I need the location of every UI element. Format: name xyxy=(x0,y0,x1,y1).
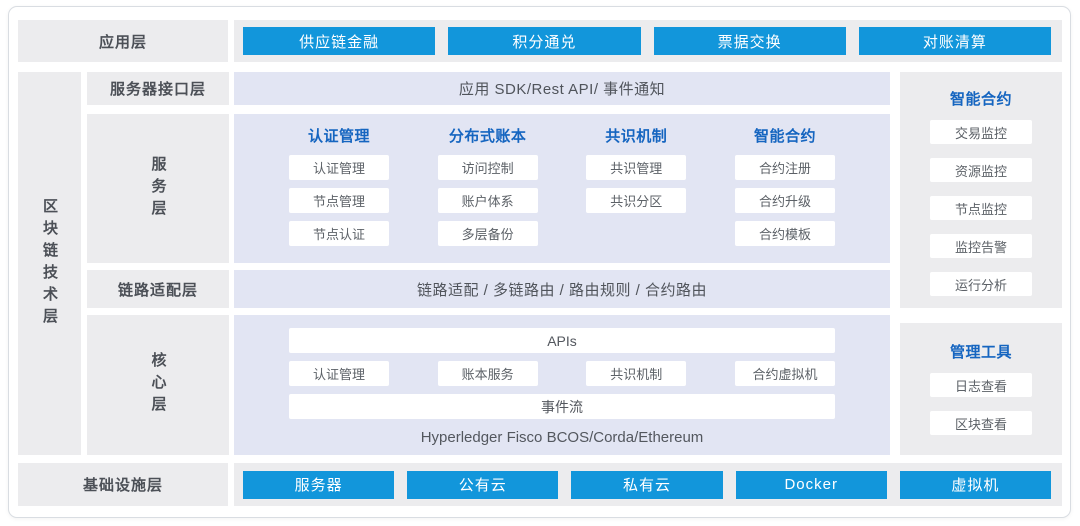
service-layer-label: 服务层 xyxy=(87,114,229,263)
blockchain-tech-layer-label: 区块链技术层 xyxy=(18,72,81,455)
side-item: 节点监控 xyxy=(930,196,1032,220)
infra-button-private-cloud: 私有云 xyxy=(571,470,723,499)
app-button-supply-chain-finance: 供应链金融 xyxy=(243,27,436,55)
app-button-points-exchange: 积分通兑 xyxy=(448,27,641,55)
service-column-consensus: 共识机制 共识管理 共识分区 xyxy=(586,126,687,246)
core-module: 账本服务 xyxy=(437,361,538,386)
service-column-ledger: 分布式账本 访问控制 账户体系 多层备份 xyxy=(437,126,538,246)
side-item: 资源监控 xyxy=(930,158,1032,182)
app-layer-buttons: 供应链金融 积分通兑 票据交换 对账清算 xyxy=(234,20,1062,62)
core-layer-label: 核心层 xyxy=(87,315,229,455)
service-item: 节点认证 xyxy=(289,221,389,246)
infra-button-vm: 虚拟机 xyxy=(899,470,1052,499)
service-layer-block: 认证管理 认证管理 节点管理 节点认证 分布式账本 访问控制 账户体系 多层备份… xyxy=(234,114,890,263)
blockchain-platforms-text: Hyperledger Fisco BCOS/Corda/Ethereum xyxy=(420,429,704,446)
link-adapter-layer-label: 链路适配层 xyxy=(87,270,229,308)
core-module: 合约虚拟机 xyxy=(734,361,835,386)
smart-contract-monitor-panel: 智能合约 交易监控 资源监控 节点监控 监控告警 运行分析 xyxy=(900,72,1062,308)
infra-button-public-cloud: 公有云 xyxy=(407,470,559,499)
core-layer-block: APIs 认证管理 账本服务 共识机制 合约虚拟机 事件流 Hyperledge… xyxy=(234,315,890,455)
interface-layer-label: 服务器接口层 xyxy=(87,72,229,105)
management-tools-panel: 管理工具 日志查看 区块查看 xyxy=(900,323,1062,455)
service-item: 共识分区 xyxy=(586,188,687,213)
service-item: 合约升级 xyxy=(734,188,835,213)
service-item: 认证管理 xyxy=(289,155,389,180)
sdk-api-bar: 应用 SDK/Rest API/ 事件通知 xyxy=(234,72,890,105)
side-panel-header: 管理工具 xyxy=(949,344,1012,361)
infra-layer-buttons: 服务器 公有云 私有云 Docker 虚拟机 xyxy=(234,463,1062,506)
side-panel-header: 智能合约 xyxy=(949,91,1012,108)
side-item: 监控告警 xyxy=(930,234,1032,258)
service-item: 节点管理 xyxy=(289,188,389,213)
service-item: 共识管理 xyxy=(586,155,687,180)
service-column-header: 分布式账本 xyxy=(448,128,527,145)
side-item: 区块查看 xyxy=(930,411,1032,435)
event-stream-bar: 事件流 xyxy=(289,394,835,419)
service-column-auth: 认证管理 认证管理 节点管理 节点认证 xyxy=(289,126,389,246)
service-column-header: 认证管理 xyxy=(307,128,370,145)
service-item: 合约注册 xyxy=(734,155,835,180)
side-item: 运行分析 xyxy=(930,272,1032,296)
service-column-header: 智能合约 xyxy=(753,128,816,145)
service-item: 账户体系 xyxy=(437,188,538,213)
core-module: 认证管理 xyxy=(289,361,389,386)
core-module: 共识机制 xyxy=(586,361,687,386)
service-column-header: 共识机制 xyxy=(605,128,668,145)
core-modules-row: 认证管理 账本服务 共识机制 合约虚拟机 xyxy=(289,361,835,386)
infra-layer-label: 基础设施层 xyxy=(18,463,228,506)
infra-button-docker: Docker xyxy=(735,470,887,499)
side-item: 交易监控 xyxy=(930,120,1032,144)
infra-button-server: 服务器 xyxy=(243,470,395,499)
service-column-smart-contract: 智能合约 合约注册 合约升级 合约模板 xyxy=(734,126,835,246)
app-button-bill-exchange: 票据交换 xyxy=(653,27,846,55)
service-item: 访问控制 xyxy=(437,155,538,180)
app-layer-label: 应用层 xyxy=(18,20,228,62)
link-routing-bar: 链路适配 / 多链路由 / 路由规则 / 合约路由 xyxy=(234,270,890,308)
service-item: 合约模板 xyxy=(734,221,835,246)
apis-bar: APIs xyxy=(289,328,835,353)
app-button-reconciliation: 对账清算 xyxy=(858,27,1051,55)
side-item: 日志查看 xyxy=(930,373,1032,397)
service-item: 多层备份 xyxy=(437,221,538,246)
